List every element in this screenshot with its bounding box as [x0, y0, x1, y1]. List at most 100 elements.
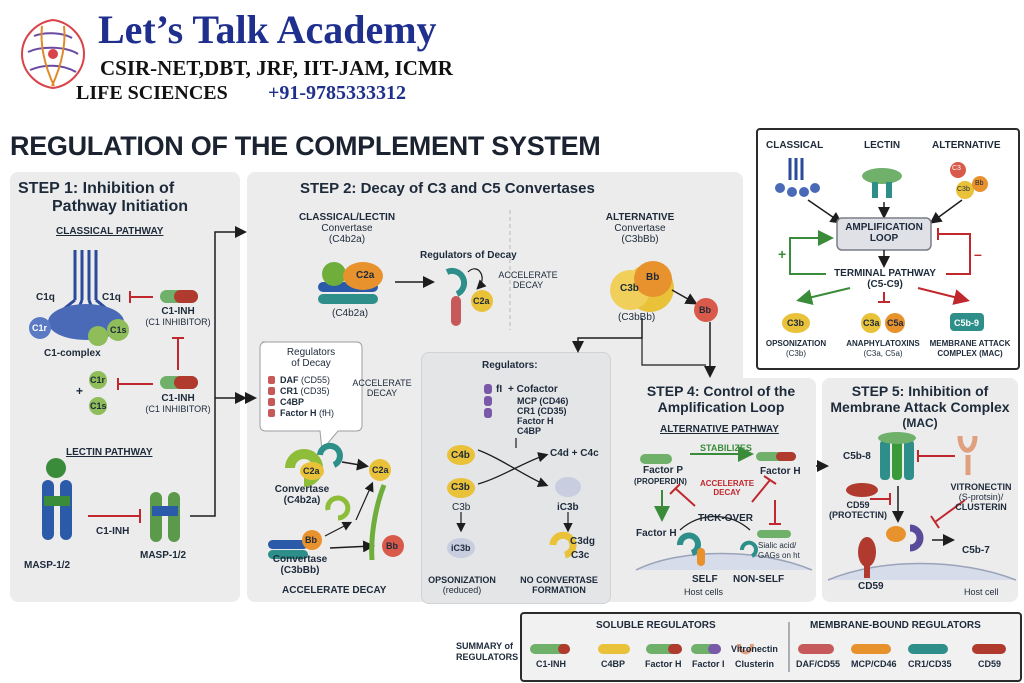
- regulator-item: C4BP: [517, 426, 542, 436]
- callout-item-daf: DAF (CD55): [280, 375, 331, 385]
- regulators-of-decay-title: Regulators of Decay: [420, 250, 517, 261]
- c1s-free-label: C1s: [90, 401, 107, 411]
- summary-item-factor-h: Factor H: [645, 659, 682, 669]
- overview-c3b: C3b: [957, 186, 970, 193]
- c1inh-label-1: C1-INH (C1 INHIBITOR): [145, 306, 211, 327]
- terminal-pathway-label: TERMINAL PATHWAY (C5-C9): [834, 268, 936, 290]
- c4b2a-shape: [318, 262, 383, 304]
- self-label: SELF: [692, 574, 718, 585]
- c5b7-label: C5b-7: [962, 545, 990, 556]
- host-cells-label: Host cells: [684, 587, 724, 597]
- summary-item-cr1: CR1/CD35: [908, 659, 952, 669]
- bb-bound-label: Bb: [646, 272, 660, 283]
- stabilizes-label: STABILIZES: [700, 443, 752, 453]
- summary-item-vitronectin: Vitronectin: [731, 644, 778, 654]
- overview-bb: Bb: [975, 180, 984, 187]
- c1inh-pill-1: [160, 290, 198, 303]
- tick-over-label: TICK-OVER: [698, 513, 753, 524]
- non-self-label: NON-SELF: [733, 574, 785, 585]
- c2a-released-label: C2a: [372, 465, 389, 475]
- c3b-reg-label: C3b: [451, 482, 470, 493]
- conv1-label: Convertase (C4b2a): [274, 484, 330, 506]
- c5b8-shape: [878, 432, 916, 480]
- factor-h-left-label: Factor H: [636, 528, 677, 539]
- accelerate-decay-step4: ACCELERATE DECAY: [699, 479, 755, 497]
- opsonization-reduced: OPSONIZATION (reduced): [428, 575, 496, 595]
- overview-mac: MEMBRANE ATTACK COMPLEX (MAC): [929, 339, 1011, 358]
- overview-c3a: C3a: [863, 318, 880, 328]
- overview-opsonization: OPSONIZATION (C3b): [765, 339, 827, 358]
- masp-right-label: MASP-1/2: [140, 550, 187, 561]
- summary-membrane-icons: [798, 644, 1006, 654]
- c4d-c4c-label: C4d + C4c: [550, 448, 599, 459]
- overview-classical: CLASSICAL: [766, 140, 824, 151]
- accelerate-decay-top: ACCELERATE DECAY: [498, 270, 558, 290]
- overview-c3b-out: C3b: [787, 318, 805, 328]
- c1inh-label-2: C1-INH (C1 INHIBITOR): [145, 393, 211, 414]
- sialic-acid-label: Sialic acid/ GAGs on ht: [758, 541, 800, 560]
- step5-title: STEP 5: Inhibition of Membrane Attack Co…: [830, 383, 1010, 430]
- overview-c5b9: C5b-9: [954, 318, 980, 328]
- overview-alternative: ALTERNATIVE: [932, 140, 1001, 151]
- amplification-loop-label: AMPLIFICATION LOOP: [845, 222, 923, 244]
- regulator-item: CR1 (CD35): [517, 406, 567, 416]
- bb-free-label: Bb: [699, 305, 711, 315]
- c5b8-label: C5b-8: [843, 451, 871, 462]
- classical-pathway-header: CLASSICAL PATHWAY: [56, 226, 164, 237]
- callout-title: Regulators of Decay: [286, 347, 336, 369]
- overview-plus: +: [778, 246, 787, 262]
- bb-shape: [634, 261, 672, 297]
- accelerate-decay-bottom: ACCELERATE DECAY: [282, 585, 387, 596]
- lectin-pathway-header: LECTIN PATHWAY: [66, 447, 153, 458]
- callout-item-c4bp: C4BP: [280, 397, 305, 407]
- summary-item-cd59: CD59: [978, 659, 1002, 669]
- summary-item-clusterin: Clusterin: [735, 659, 775, 669]
- ic3b-left-label: iC3b: [451, 543, 471, 553]
- ic3b-right-label: iC3b: [557, 502, 579, 513]
- c1r-circle-2: [88, 326, 108, 346]
- properdin-label: (PROPERDIN): [634, 477, 687, 486]
- vitronectin-label: VITRONECTIN (S-protsin)/ CLUSTERIN: [950, 482, 1012, 512]
- masp-right-shape: [150, 492, 180, 542]
- summary-item-daf: DAF/CD55: [796, 659, 841, 669]
- cofactor-label: + Cofactor: [508, 384, 558, 395]
- conv2-bb-label: Bb: [305, 535, 317, 545]
- step4-title: STEP 4: Control of the Amplification Loo…: [646, 383, 796, 415]
- overview-c3: C3: [952, 165, 961, 172]
- overview-anaphylatoxins: ANAPHYLATOXINS (C3a, C5a): [846, 339, 920, 358]
- regulators-panel: [421, 352, 611, 604]
- cd59-protectin-label: CD59 (PROTECTIN): [829, 500, 887, 520]
- conv1-c2a-label: C2a: [303, 466, 320, 476]
- overview-lectin-icon: [862, 168, 902, 198]
- plus-sign: +: [76, 384, 84, 398]
- c2a-free-label: C2a: [473, 296, 490, 306]
- page-title: REGULATION OF THE COMPLEMENT SYSTEM: [10, 131, 601, 161]
- c1s-circle: [107, 319, 129, 341]
- c1s-label: C1s: [110, 325, 127, 335]
- step1-title-2: Pathway Initiation: [52, 198, 189, 215]
- classical-convertase-header: CLASSICAL/LECTIN Convertase (C4b2a): [298, 212, 396, 245]
- masp-left-shape: [42, 458, 72, 540]
- academy-logo: [14, 14, 92, 94]
- c1r-free-label: C1r: [90, 375, 106, 385]
- brand-subject: LIFE SCIENCES: [76, 82, 228, 104]
- c1r-circle: [29, 317, 51, 339]
- step4-sub: ALTERNATIVE PATHWAY: [660, 424, 779, 435]
- c1q-right-label: C1q: [102, 292, 121, 303]
- brand-phone: +91-9785333312: [268, 82, 407, 104]
- regulator-item: MCP (CD46): [517, 396, 569, 406]
- host-cell-label: Host cell: [964, 587, 999, 597]
- brand-title: Let’s Talk Academy: [98, 7, 437, 52]
- summary-item-factor-i: Factor I: [692, 659, 725, 669]
- no-convertase-formation: NO CONVERTASE FORMATION: [520, 575, 598, 595]
- masp-left-label: MASP-1/2: [24, 560, 71, 571]
- c1inh-label-3: C1-INH: [96, 526, 130, 537]
- c1r-label: C1r: [32, 323, 48, 333]
- callout-item-cr1: CR1 (CD35): [280, 386, 330, 396]
- step2-title: STEP 2: Decay of C3 and C5 Convertases: [300, 180, 595, 197]
- alternative-convertase-header: ALTERNATIVE Convertase (C3bBb): [605, 212, 675, 245]
- membrane-header: MEMBRANE-BOUND REGULATORS: [810, 620, 981, 631]
- c3bbb-label: (C3bBb): [618, 312, 656, 323]
- overview-lectin: LECTIN: [864, 140, 901, 151]
